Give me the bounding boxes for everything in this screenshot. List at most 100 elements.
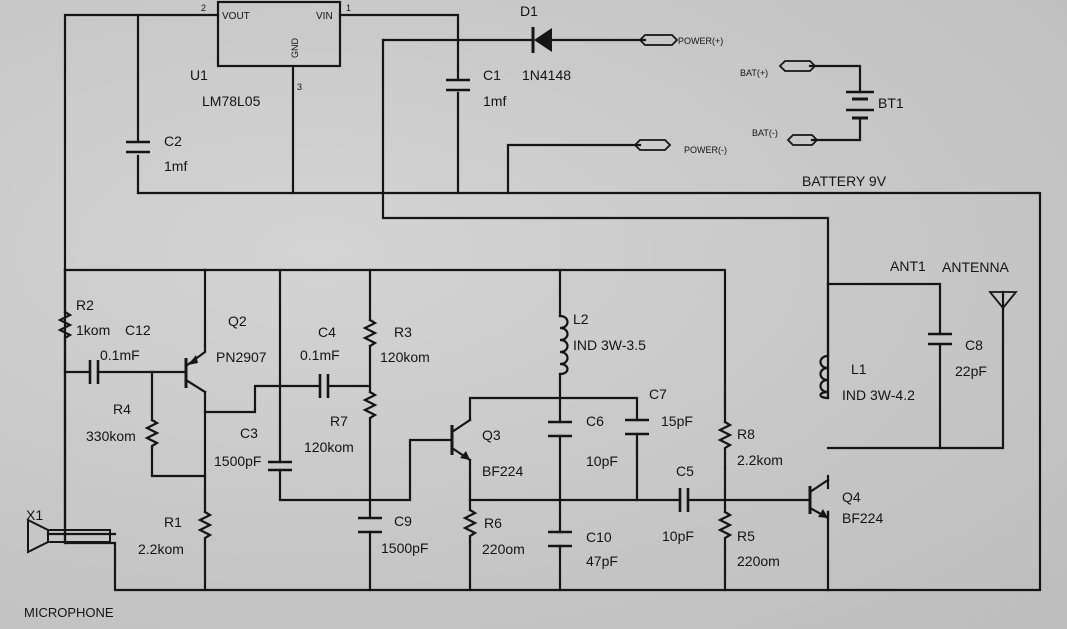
q4-ref: Q4	[842, 489, 861, 505]
microphone-x1: X1 MICROPHONE	[24, 507, 114, 620]
c12-value: 0.1mF	[100, 347, 140, 363]
c12-ref: C12	[125, 322, 151, 338]
regulator-pin2: 2	[201, 3, 206, 13]
capacitor-c7: C7 15pF	[625, 386, 693, 436]
r8-value: 2.2kom	[737, 452, 783, 468]
r6-value: 220om	[482, 541, 525, 557]
power-pos-label: POWER(+)	[678, 36, 723, 46]
r5-value: 220om	[737, 553, 780, 569]
diode-part: 1N4148	[522, 67, 571, 83]
resistor-r7: R7 120kom	[304, 390, 378, 455]
c8-ref: C8	[965, 337, 983, 353]
regulator-gnd-label: GND	[290, 38, 300, 59]
r5-ref: R5	[737, 528, 755, 544]
microphone-ref: X1	[26, 507, 43, 523]
wires	[46, 13, 1042, 592]
connector-bat-neg: BAT(-)	[752, 128, 819, 146]
bat-neg-label: BAT(-)	[752, 128, 778, 138]
antenna-ref: ANT1	[890, 258, 926, 274]
c9-ref: C9	[394, 513, 412, 529]
c5-ref: C5	[676, 463, 694, 479]
resistor-r5: R5 220om	[717, 510, 780, 569]
l1-ref: L1	[851, 361, 867, 377]
c10-ref: C10	[586, 529, 612, 545]
c7-value: 15pF	[661, 413, 693, 429]
transistor-q2: Q2 PN2907	[184, 313, 267, 394]
regulator-ref: U1	[190, 67, 208, 83]
r2-ref: R2	[76, 297, 94, 313]
l2-ref: L2	[573, 311, 589, 327]
r7-ref: R7	[330, 413, 348, 429]
regulator-pin1: 1	[346, 3, 351, 13]
diode-ref: D1	[520, 3, 538, 19]
r4-value: 330kom	[86, 428, 136, 444]
l2-value: IND 3W-3.5	[573, 337, 646, 353]
capacitor-c6: C6 10pF	[548, 413, 618, 469]
capacitor-c2: C2 1mf	[126, 133, 187, 174]
c5-value: 10pF	[662, 528, 694, 544]
inductor-l2: L2 IND 3W-3.5	[558, 311, 646, 376]
regulator-vin-label: VIN	[316, 11, 333, 22]
r3-ref: R3	[394, 324, 412, 340]
r2-value: 1kom	[76, 322, 110, 338]
c1-value: 1mf	[483, 93, 506, 109]
battery-ref: BT1	[878, 95, 904, 111]
capacitor-c8: C8 22pF	[928, 332, 987, 379]
r1-ref: R1	[164, 514, 182, 530]
r6-ref: R6	[484, 515, 502, 531]
resistor-r2: R2 1kom	[57, 297, 110, 340]
c2-value: 1mf	[164, 158, 187, 174]
q3-part: BF224	[482, 463, 523, 479]
capacitor-c12: C12 0.1mF	[88, 322, 151, 384]
c3-ref: C3	[240, 425, 258, 441]
c4-ref: C4	[318, 324, 336, 340]
r1-value: 2.2kom	[138, 541, 184, 557]
connector-power-neg: POWER(-)	[633, 139, 727, 155]
battery-bt1: BT1 BATTERY 9V	[802, 90, 904, 189]
c7-ref: C7	[649, 386, 667, 402]
capacitor-c5: C5 10pF	[662, 463, 694, 544]
transistor-q4: Q4 BF224	[808, 478, 883, 526]
r8-ref: R8	[737, 426, 755, 442]
q2-part: PN2907	[216, 349, 267, 365]
regulator-u1: VOUT VIN GND 2 1 3 U1 LM78L05	[190, 0, 351, 109]
connector-power-pos: POWER(+)	[638, 34, 723, 46]
resistor-r1: R1 2.2kom	[138, 510, 213, 557]
c6-value: 10pF	[586, 453, 618, 469]
r4-ref: R4	[113, 401, 131, 417]
transistor-q3: Q3 BF224	[450, 418, 523, 479]
antenna-ant1: ANT1 ANTENNA	[890, 258, 1018, 310]
regulator-part: LM78L05	[202, 93, 261, 109]
antenna-title: ANTENNA	[942, 259, 1010, 275]
connectors: POWER(+) POWER(-) BAT(+) BAT(-)	[633, 34, 819, 155]
resistor-r4: R4 330kom	[86, 401, 160, 450]
q4-part: BF224	[842, 510, 883, 526]
l1-value: IND 3W-4.2	[842, 387, 915, 403]
inductor-l1: L1 IND 3W-4.2	[819, 354, 915, 403]
c2-ref: C2	[164, 133, 182, 149]
diode-d1: D1 1N4148	[520, 3, 571, 83]
microphone-title: MICROPHONE	[24, 605, 114, 620]
resistor-r3: R3 120kom	[362, 318, 430, 365]
c10-value: 47pF	[586, 553, 618, 569]
c9-value: 1500pF	[381, 540, 428, 556]
capacitor-c9: C9 1500pF	[358, 513, 428, 556]
c3-value: 1500pF	[214, 453, 261, 469]
capacitor-c3: C3 1500pF	[214, 425, 292, 472]
capacitor-c4: C4 0.1mF	[300, 324, 340, 398]
bat-pos-label: BAT(+)	[740, 68, 768, 78]
capacitor-c1: C1 1mf	[446, 67, 506, 109]
connector-bat-pos: BAT(+)	[740, 60, 817, 78]
resistor-r8: R8 2.2kom	[717, 420, 783, 470]
regulator-vout-label: VOUT	[222, 11, 250, 22]
regulator-pin3: 3	[297, 82, 302, 92]
c8-value: 22pF	[955, 363, 987, 379]
c4-value: 0.1mF	[300, 347, 340, 363]
q3-ref: Q3	[482, 427, 501, 443]
c6-ref: C6	[586, 413, 604, 429]
capacitor-c10: C10 47pF	[548, 529, 618, 569]
c1-ref: C1	[483, 67, 501, 83]
r7-value: 120kom	[304, 439, 354, 455]
